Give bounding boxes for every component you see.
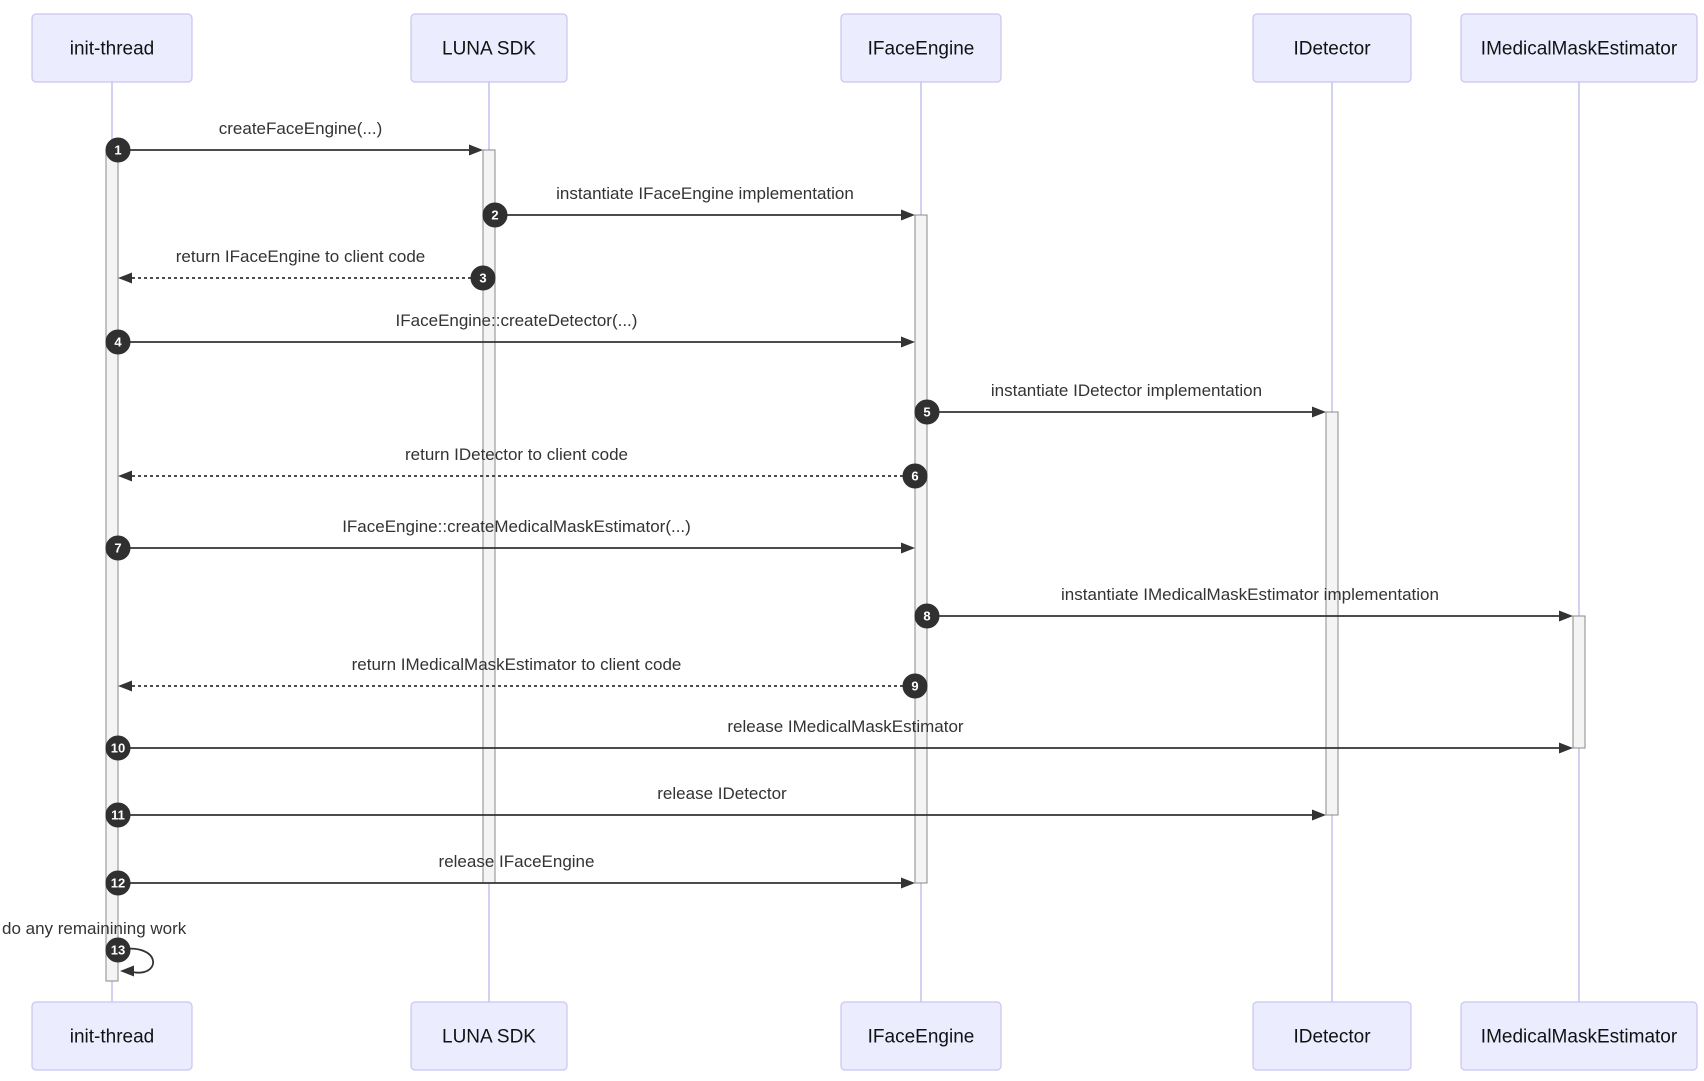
sequence-number-badge-5 [914,399,940,425]
message-label-13: do any remainining work [2,919,187,938]
message-label-5: instantiate IDetector implementation [991,381,1262,400]
sequence-number-text-3: 3 [479,271,486,286]
message-label-10: release IMedicalMaskEstimator [727,717,964,736]
actor-bottom-label-iface-engine: IFaceEngine [868,1027,975,1048]
message-label-2: instantiate IFaceEngine implementation [556,184,854,203]
message-arrowhead-8 [1559,610,1573,622]
sequence-number-text-7: 7 [114,541,121,556]
activation-bar-idetector [1325,411,1339,816]
message-label-4: IFaceEngine::createDetector(...) [396,311,638,330]
sequence-number-badge-3 [470,265,496,291]
message-label-3: return IFaceEngine to client code [176,247,425,266]
message-arrowhead-1 [469,144,483,156]
message-label-6: return IDetector to client code [405,445,628,464]
sequence-number-badge-6 [902,463,928,489]
actor-top-label-iface-engine: IFaceEngine [868,39,975,60]
message-arrowhead-4 [901,336,915,348]
activation-bar-init-thread [105,149,119,982]
sequence-number-text-10: 10 [111,741,125,756]
message-label-9: return IMedicalMaskEstimator to client c… [352,655,682,674]
actor-bottom-label-idetector: IDetector [1293,1027,1371,1048]
message-label-11: release IDetector [657,784,787,803]
actor-bottom-label-luna-sdk: LUNA SDK [442,1027,536,1048]
message-arrowhead-10 [1559,742,1573,754]
sequence-number-badge-2 [482,202,508,228]
actor-bottom-box-imedical-mask-estimator [1460,1001,1698,1071]
sequence-number-badge-4 [105,329,131,355]
actor-bottom-box-idetector [1252,1001,1412,1071]
message-arrowhead-5 [1312,406,1326,418]
sequence-number-text-8: 8 [923,609,930,624]
sequence-number-text-5: 5 [923,405,930,420]
actor-top-box-iface-engine [840,13,1002,83]
actor-bottom-box-init-thread [31,1001,193,1071]
message-label-8: instantiate IMedicalMaskEstimator implem… [1061,585,1439,604]
actor-bottom-label-init-thread: init-thread [70,1027,155,1048]
sequence-number-text-6: 6 [911,469,918,484]
sequence-number-text-9: 9 [911,679,918,694]
sequence-number-text-4: 4 [114,335,122,350]
actor-top-box-luna-sdk [410,13,568,83]
sequence-number-text-11: 11 [111,808,125,823]
message-arrowhead-6 [118,470,132,482]
actor-top-box-idetector [1252,13,1412,83]
sequence-number-text-12: 12 [111,876,125,891]
message-arrowhead-9 [118,680,132,692]
message-label-1: createFaceEngine(...) [219,119,382,138]
actor-top-label-idetector: IDetector [1293,39,1371,60]
sequence-number-badge-9 [902,673,928,699]
sequence-number-text-13: 13 [111,943,125,958]
self-loop-13 [117,947,154,974]
message-arrowhead-3 [118,272,132,284]
sequence-number-text-1: 1 [114,143,121,158]
sequence-number-badge-10 [105,735,131,761]
actor-top-box-init-thread [31,13,193,83]
message-arrowhead-11 [1312,809,1326,821]
actor-bottom-box-luna-sdk [410,1001,568,1071]
actor-top-label-luna-sdk: LUNA SDK [442,39,536,60]
sequence-number-text-2: 2 [491,208,498,223]
message-arrowhead-12 [901,877,915,889]
sequence-number-badge-13 [105,937,131,963]
activation-bar-iface-engine [914,214,928,884]
message-label-7: IFaceEngine::createMedicalMaskEstimator(… [342,517,691,536]
message-arrowhead-13 [120,965,134,977]
actor-bottom-box-iface-engine [840,1001,1002,1071]
actor-bottom-label-imedical-mask-estimator: IMedicalMaskEstimator [1481,1027,1678,1048]
message-arrowhead-7 [901,542,915,554]
sequence-number-badge-11 [105,802,131,828]
sequence-number-badge-7 [105,535,131,561]
sequence-number-badge-8 [914,603,940,629]
sequence-number-badge-1 [105,137,131,163]
activation-bar-imedical-mask-estimator [1572,615,1586,749]
actor-top-label-init-thread: init-thread [70,39,155,60]
message-arrowhead-2 [901,209,915,221]
message-label-12: release IFaceEngine [439,852,595,871]
sequence-number-badge-12 [105,870,131,896]
actor-top-label-imedical-mask-estimator: IMedicalMaskEstimator [1481,39,1678,60]
actor-top-box-imedical-mask-estimator [1460,13,1698,83]
